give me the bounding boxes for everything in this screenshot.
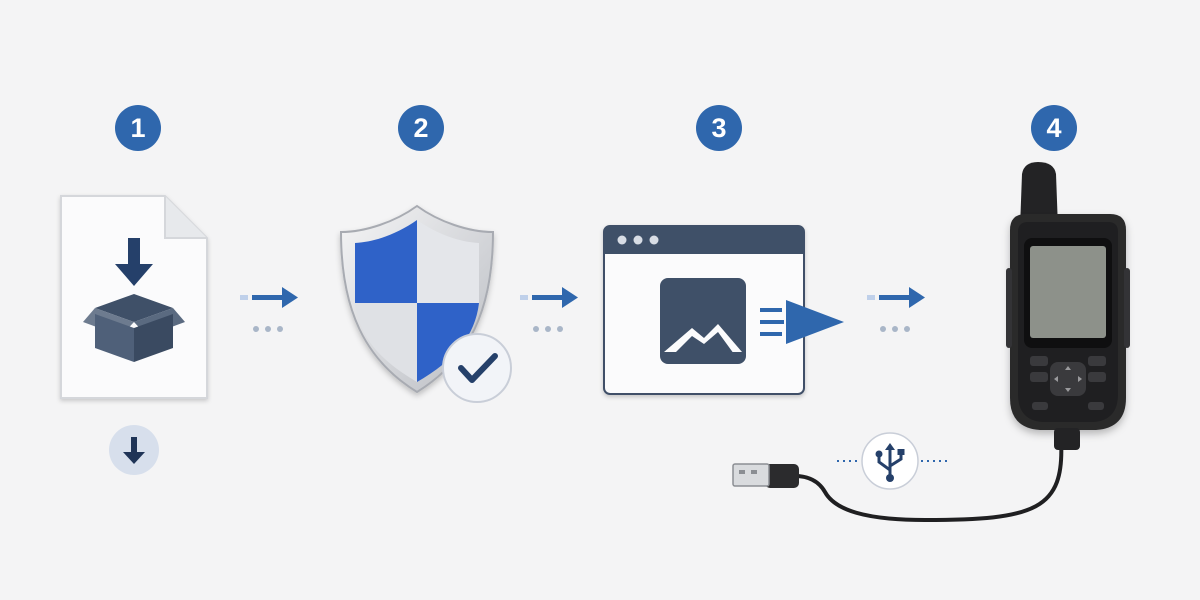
download-small-icon bbox=[108, 424, 160, 476]
connector-arrow-2 bbox=[518, 283, 588, 339]
usb-cable bbox=[725, 420, 1085, 530]
step-1-badge: 1 bbox=[115, 105, 161, 151]
step-4-badge: 4 bbox=[1031, 105, 1077, 151]
map-image-window-send-icon bbox=[600, 222, 850, 398]
usb-icon bbox=[835, 432, 950, 490]
step-3-badge: 3 bbox=[696, 105, 742, 151]
connector-arrow-1 bbox=[238, 283, 308, 339]
handheld-gps-device-icon bbox=[998, 158, 1138, 458]
security-shield-check-icon bbox=[335, 200, 520, 410]
step-2-badge: 2 bbox=[398, 105, 444, 151]
download-package-file-icon bbox=[55, 190, 215, 410]
connector-arrow-3 bbox=[865, 283, 935, 339]
